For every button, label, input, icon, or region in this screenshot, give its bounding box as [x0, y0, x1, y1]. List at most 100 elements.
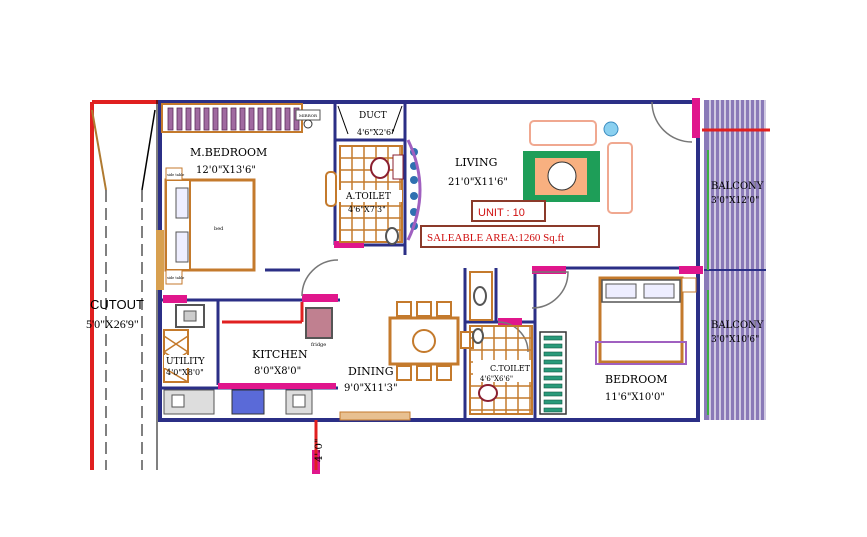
utility-name: UTILITY	[166, 357, 206, 367]
balconies: BALCONY 3'0"X12'0" BALCONY 3'0"X10'6"	[702, 100, 770, 420]
chair-left	[325, 171, 337, 207]
ctoilet-door-swing	[497, 321, 529, 353]
ctoilet-door	[498, 318, 522, 326]
coffee-table	[547, 161, 577, 191]
sofa-right	[607, 142, 633, 214]
mbed-size: 12'0"X13'6"	[196, 165, 256, 176]
mirror-stool	[303, 119, 313, 129]
area-label-box	[420, 225, 600, 248]
hanger	[221, 107, 228, 131]
fridge-label: fridge	[311, 342, 326, 348]
hanger	[543, 359, 563, 365]
hanger	[543, 375, 563, 381]
duct-size: 4'6"X2'6"	[357, 128, 395, 137]
ctoilet-sink	[472, 328, 484, 344]
hanger	[167, 107, 174, 131]
hanger	[543, 407, 563, 413]
hanger	[543, 343, 563, 349]
utility-room: UTILITY 4'0"X8'0"	[162, 304, 215, 415]
balcony-1-door	[692, 98, 700, 138]
side-table-1	[165, 167, 183, 181]
fridge	[305, 307, 333, 339]
window-frame	[156, 230, 164, 290]
hanger	[284, 107, 291, 131]
kitchen-door	[302, 294, 338, 302]
bedroom-door	[532, 266, 566, 274]
pillow-4	[643, 283, 675, 299]
utility-door	[163, 295, 187, 303]
toilet-cistern	[392, 154, 404, 180]
main-entrance-door	[339, 411, 411, 421]
cutout-name: CUTOUT	[90, 297, 144, 312]
master-bedroom: MIRROR M.BEDROOM 12'0"X13'6" bed side ta…	[156, 103, 321, 290]
hanger	[543, 367, 563, 373]
living-name: LIVING	[455, 156, 497, 169]
hanger	[212, 107, 219, 131]
bedroom-door-swing	[531, 271, 569, 309]
kitchen-size: 8'0"X8'0"	[254, 366, 301, 377]
unit-label: UNIT : 10	[478, 207, 525, 219]
toilet-wc	[370, 157, 390, 179]
cutout-diag-line	[141, 109, 156, 191]
sofa-top	[529, 120, 597, 146]
kitchen-sink-bowl	[292, 394, 306, 408]
common-toilet: C.TOILET 4'6"X6'6"	[469, 271, 533, 415]
duct-lines	[337, 105, 403, 135]
hanger	[543, 335, 563, 341]
unit-label-box	[471, 200, 546, 222]
lamp-icon	[603, 121, 619, 137]
kitchen-door-swing	[301, 259, 339, 297]
utility-label-bg	[164, 355, 212, 368]
living-size: 21'0"X11'6"	[448, 177, 508, 188]
ctoilet-label-bg	[473, 360, 531, 382]
ctoilet-name: C.TOILET	[490, 364, 531, 373]
hanger	[239, 107, 246, 131]
living-room: LIVING 21'0"X11'6" UNIT : 10 SALEABLE AR…	[420, 120, 633, 248]
kitchen-name: KITCHEN	[252, 348, 308, 361]
ctoilet-tile-grid	[469, 325, 533, 415]
balcony-1-size: 3'0"X12'0"	[711, 196, 759, 206]
ctoilet-basin	[473, 286, 487, 306]
balcony-2-door	[679, 266, 703, 274]
atoilet-name: A.TOILET	[345, 192, 391, 202]
hanger	[230, 107, 237, 131]
door-swings	[301, 101, 693, 353]
pillow-2	[175, 231, 189, 263]
ctoilet-wc	[478, 384, 498, 402]
side-table-1-label: side table	[167, 173, 184, 177]
pillow-1	[175, 187, 189, 219]
duct-name: DUCT	[359, 111, 387, 121]
kitchen: KITCHEN 8'0"X8'0" fridge	[231, 307, 333, 415]
hanger	[257, 107, 264, 131]
bedroom: BEDROOM 11'6"X10'0"	[539, 276, 697, 415]
kitchen-counter-edge	[218, 383, 336, 389]
area-label: SALEABLE AREA:1260 Sq.ft	[427, 232, 564, 244]
toilet-door	[334, 241, 364, 248]
mbed-name: M.BEDROOM	[190, 146, 267, 159]
toilet-label-bg	[338, 190, 402, 202]
ctoilet-shelf	[469, 271, 493, 321]
ctoilet-size: 4'6"X6'6"	[480, 375, 513, 383]
hanger	[543, 383, 563, 389]
hanger	[266, 107, 273, 131]
sink-bowl	[171, 394, 185, 408]
red-lines	[222, 302, 318, 470]
hanger	[248, 107, 255, 131]
balcony-2-name: BALCONY	[711, 320, 764, 331]
dining: DINING 9'0"X11'3"	[339, 301, 474, 421]
utility-size: 4'0"X8'0"	[166, 368, 204, 377]
mirror-label: MIRROR	[299, 113, 318, 118]
bedroom-size: 11'6"X10'0"	[605, 392, 665, 403]
cutout-area	[90, 100, 160, 470]
bedroom-name: BEDROOM	[605, 373, 668, 386]
pillow-3	[605, 283, 637, 299]
balcony-2-size: 3'0"X10'6"	[711, 335, 759, 345]
cutout-size: 5'0"X26'9"	[86, 317, 139, 331]
cutout-door-swing	[91, 109, 107, 191]
hanger	[543, 391, 563, 397]
dining-name: DINING	[348, 365, 394, 378]
attached-toilet-area: DUCT 4'6"X2'6" A.TOILET 4'6"X7'3"	[325, 105, 422, 245]
hanger	[543, 399, 563, 405]
dining-size: 9'0"X11'3"	[344, 383, 398, 394]
